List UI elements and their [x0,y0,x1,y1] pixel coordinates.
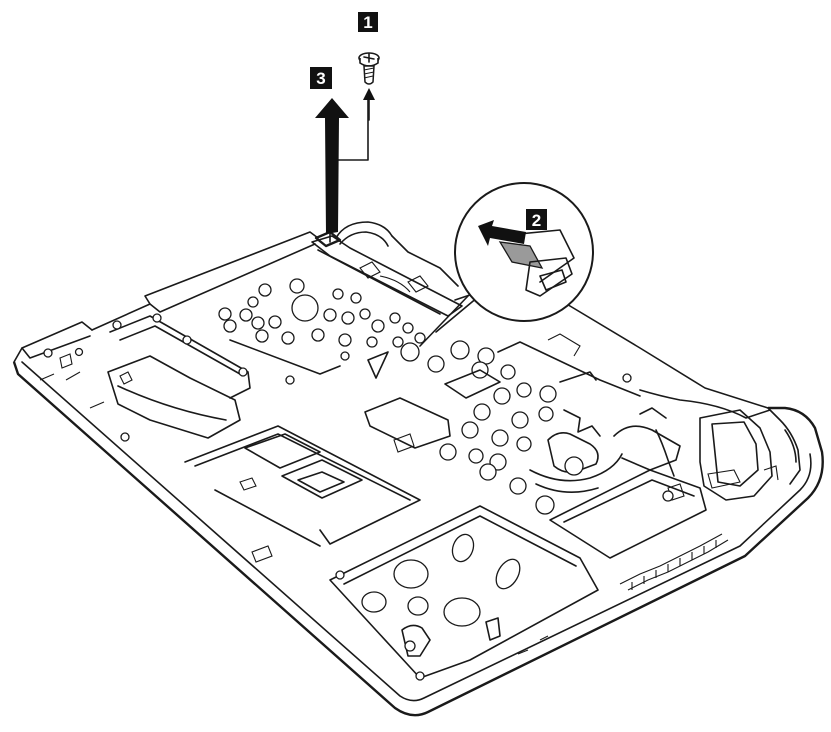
step-1-label: 1 [363,13,372,32]
step-3-label: 3 [316,69,325,88]
base-cover-inner-edge [21,361,812,702]
arrow-up-icon [363,88,375,121]
bottom-plate-holes [218,278,426,385]
lift-arrow-icon [315,98,349,234]
lower-hole-area [329,505,599,681]
step-1-badge: 1 [358,12,378,32]
screw-icon [358,52,380,85]
memory-bay-area [184,425,421,563]
hinge-bracket [311,221,463,317]
center-hole-field [364,340,557,515]
pull-arrow-icon [478,220,526,246]
magnifier-callout [454,182,594,322]
right-lower-panel [549,469,729,591]
step-3-badge: 3 [310,67,332,89]
step-2-badge: 2 [526,209,547,230]
right-mechanics [497,333,779,501]
magnifier-leader-line [419,295,469,347]
step-2-label: 2 [532,211,541,230]
base-cover-outer-edge [12,361,824,717]
connector-icon [497,229,575,297]
left-tray [39,313,251,442]
cable-connector [314,230,342,248]
